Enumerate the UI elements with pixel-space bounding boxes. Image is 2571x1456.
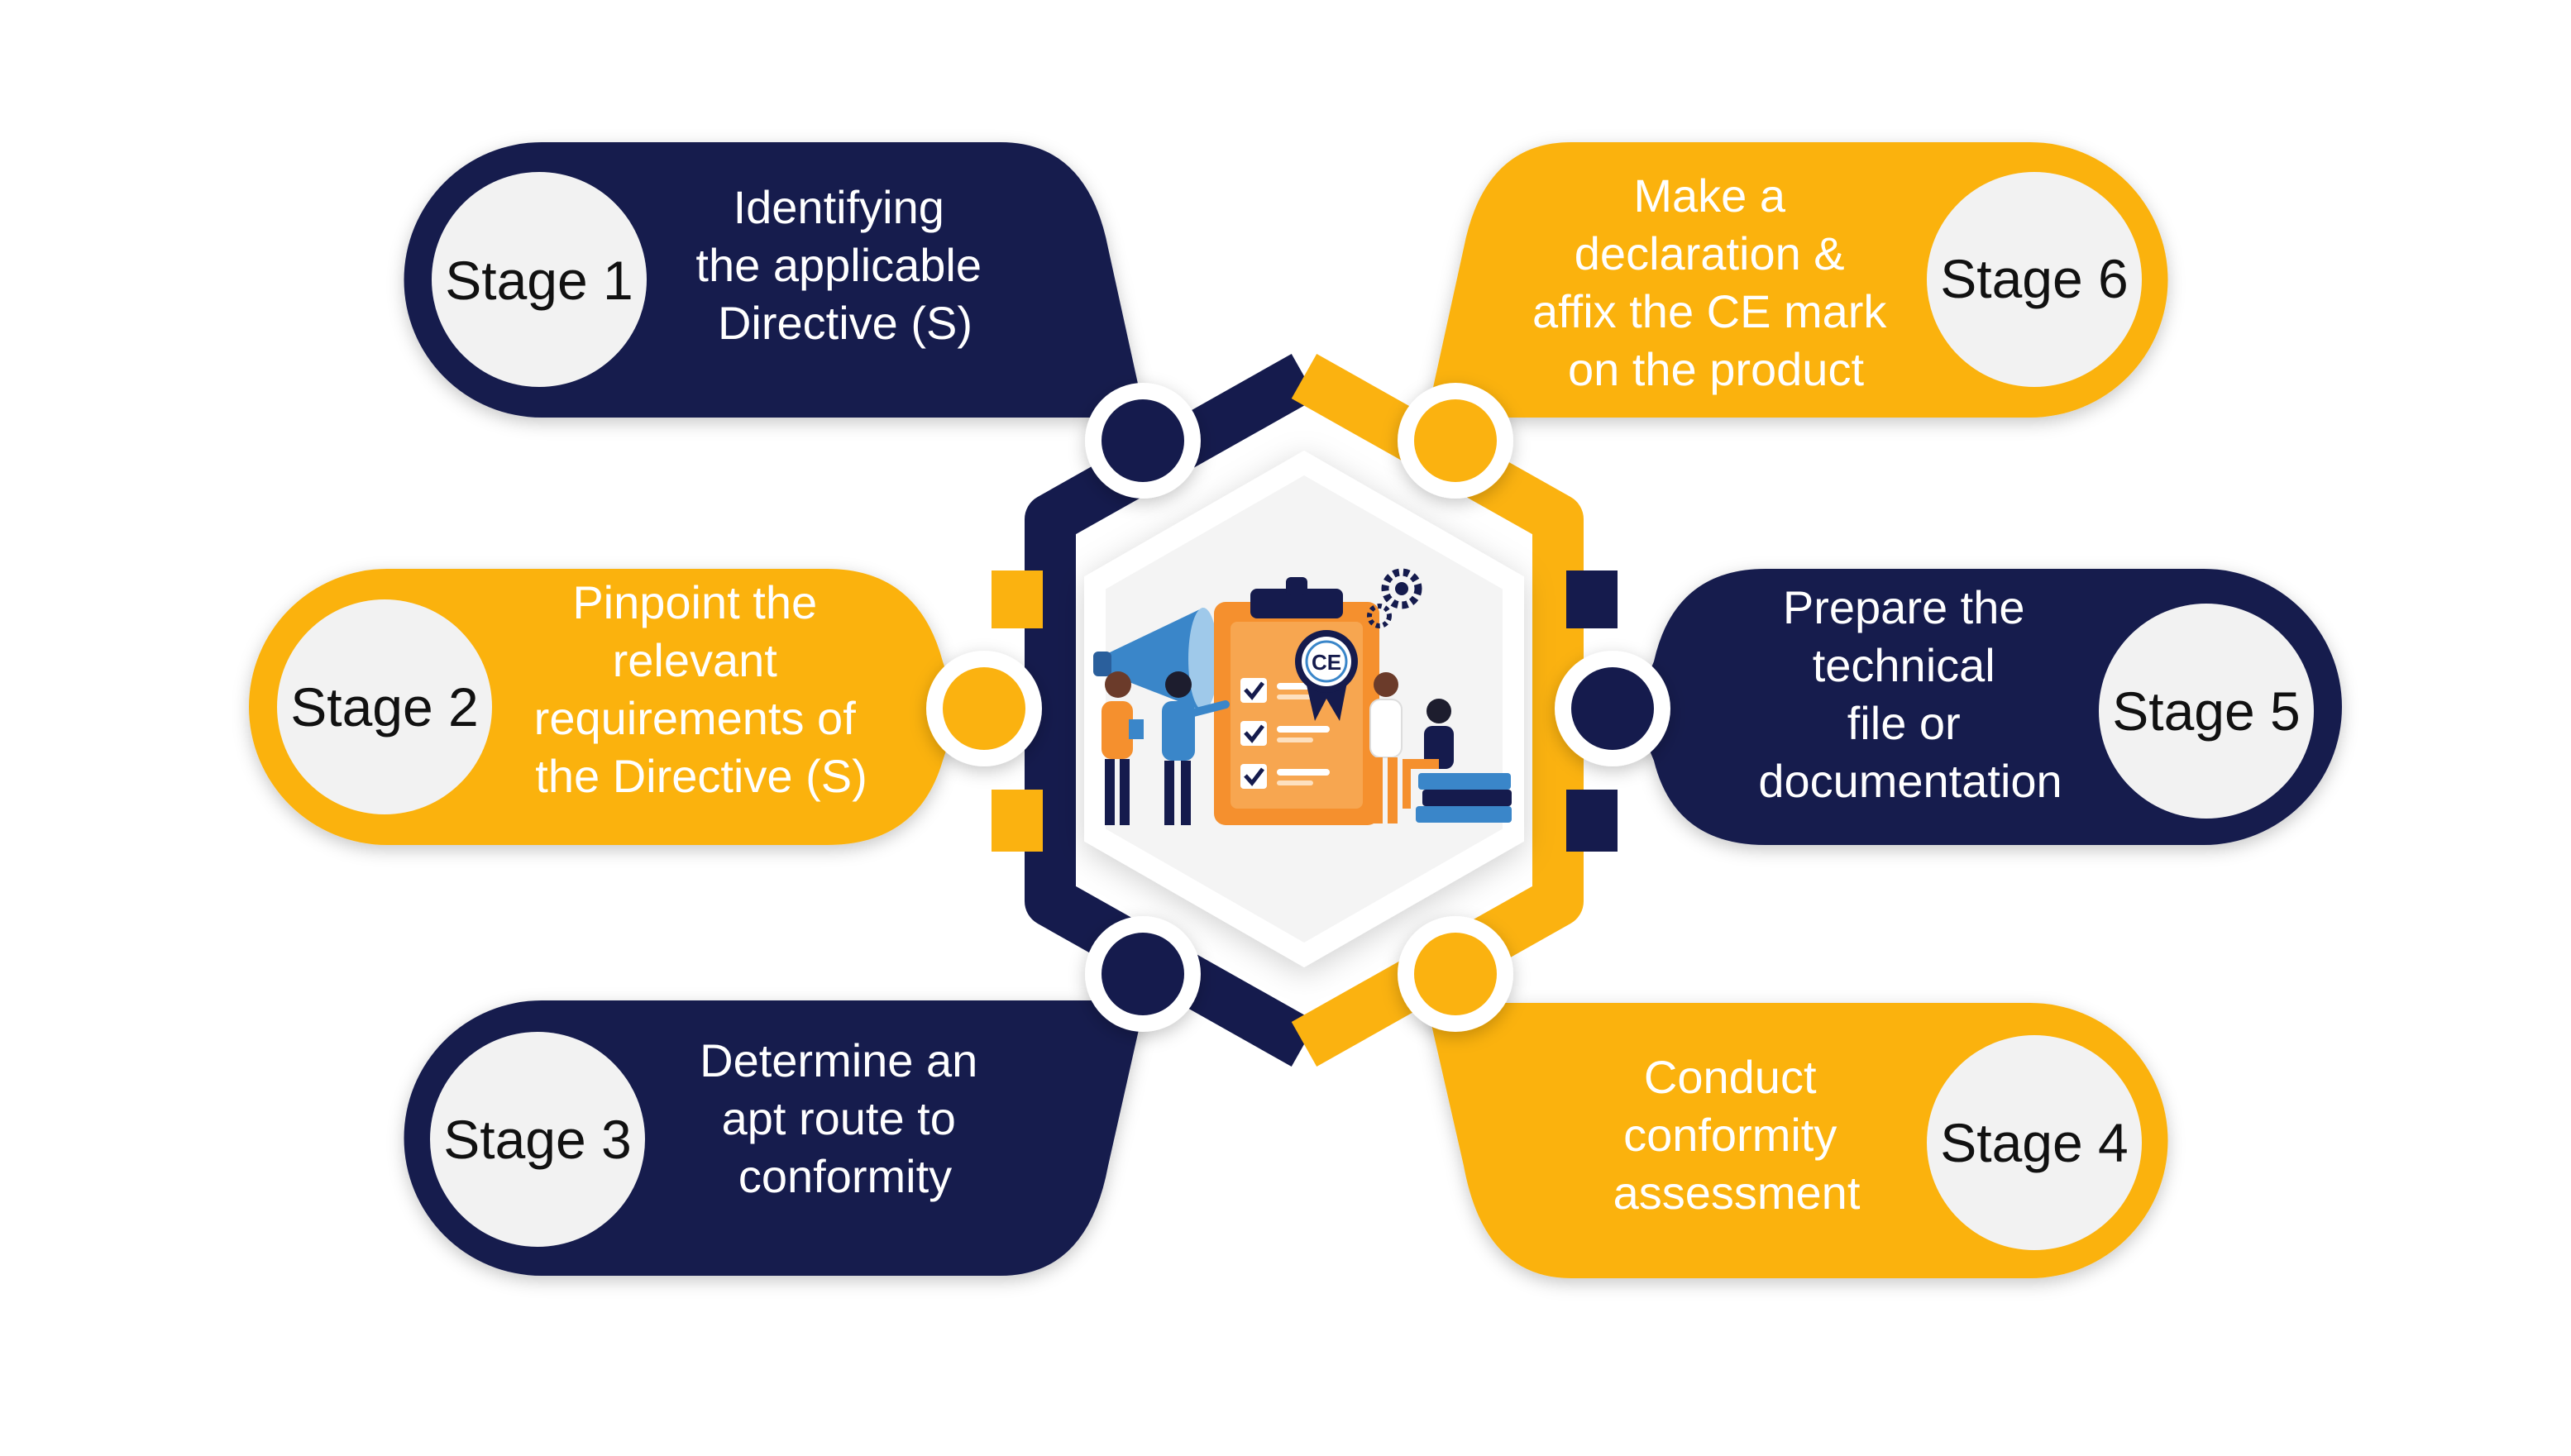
checkmark-icon [1240, 721, 1330, 746]
stage-4-circle [1927, 1035, 2142, 1250]
books-icon [1416, 773, 1512, 823]
stage-4-pill: Stage 4 Conduct conformity assessment [1426, 1003, 2168, 1278]
stage-4-description: Conduct conformity assessment [1613, 1051, 1861, 1219]
clipboard-icon: CE [1214, 577, 1379, 825]
stage-2-circle [277, 599, 492, 814]
stage-5-circle [2099, 604, 2314, 819]
node-stage-4-dot [1414, 933, 1497, 1015]
stage-3-label: Stage 3 [443, 1109, 632, 1170]
stage-2-label: Stage 2 [290, 676, 479, 738]
stage-4-label: Stage 4 [1940, 1112, 2129, 1173]
central-illustration: CE [1093, 568, 1512, 825]
stage-6-description: Make a declaration & affix the CE mark o… [1532, 169, 1900, 395]
node-stage-3-dot [1102, 933, 1184, 1015]
stage-1-pill: Stage 1 Identifying the applicable Direc… [404, 142, 1145, 418]
stage-1-description: Identifying the applicable Directive (S) [695, 181, 994, 349]
stage-1-label: Stage 1 [445, 250, 633, 311]
node-stage-5-dot [1571, 667, 1654, 750]
connector-nodes [926, 383, 1670, 1032]
stage-5-pill: Stage 5 Prepare the technical file or do… [1633, 569, 2342, 845]
stage-1-circle [432, 172, 647, 387]
stage-3-circle [430, 1032, 645, 1247]
checkmark-icon [1240, 764, 1330, 789]
stage-6-circle [1927, 172, 2142, 387]
node-stage-1-dot [1102, 399, 1184, 482]
ce-badge-icon: CE [1295, 630, 1358, 721]
stage-6-label: Stage 6 [1940, 248, 2129, 309]
node-stage-6-dot [1414, 399, 1497, 482]
ce-badge-text: CE [1312, 650, 1341, 675]
people-icon [1102, 671, 1454, 825]
stage-2-pill: Stage 2 Pinpoint the relevant requiremen… [249, 569, 959, 845]
stage-3-pill: Stage 3 Determine an apt route to confor… [404, 1000, 1145, 1276]
stage-2-description: Pinpoint the relevant requirements of th… [534, 576, 869, 802]
stage-5-description: Prepare the technical file or documentat… [1758, 581, 2062, 807]
stage-6-pill: Stage 6 Make a declaration & affix the C… [1426, 142, 2168, 418]
node-stage-2-dot [943, 667, 1025, 750]
stage-3-description: Determine an apt route to conformity [700, 1034, 991, 1202]
gear-icon [1367, 568, 1422, 628]
stage-5-label: Stage 5 [2112, 680, 2301, 742]
